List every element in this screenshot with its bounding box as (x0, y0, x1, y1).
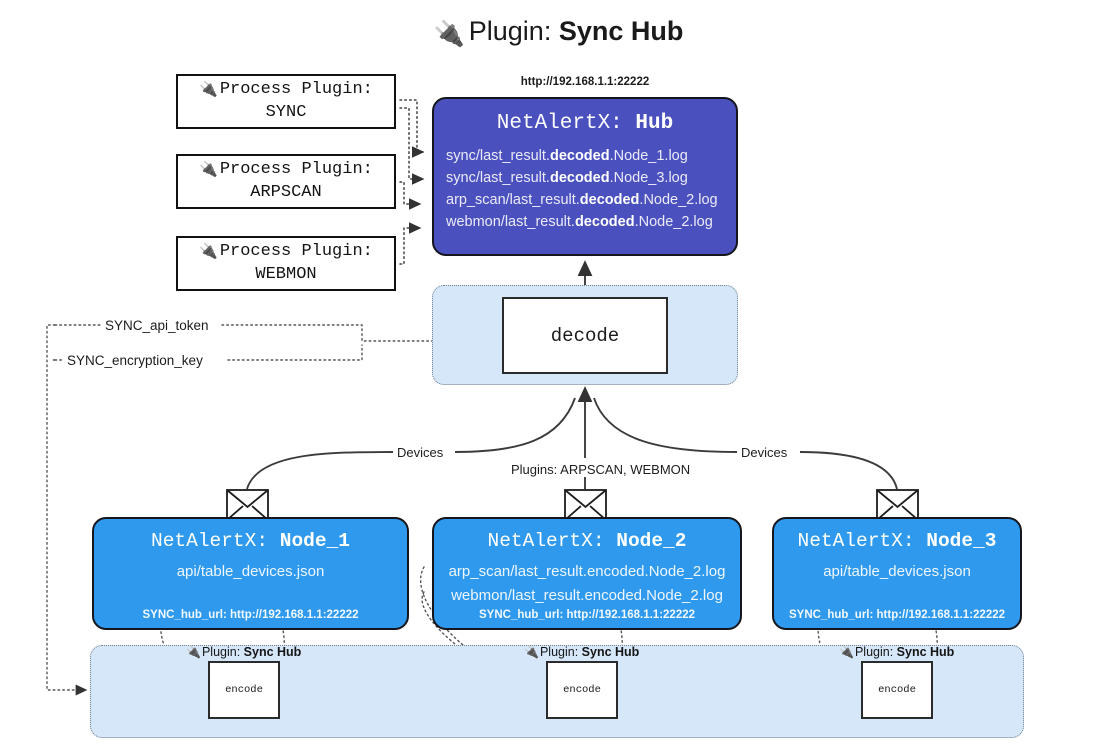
node-file-list: api/table_devices.json (774, 560, 1020, 584)
encode-box-1[interactable]: encode (208, 661, 280, 719)
sync-encryption-key-label: SYNC_encryption_key (63, 353, 207, 368)
edge-node3-to-decode-a (799, 451, 898, 490)
page-title-value: Sync Hub (558, 16, 684, 46)
process-plugin-label: Process Plugin: (219, 80, 373, 100)
edge-webmon-to-log4 (399, 222, 422, 265)
process-plugin-label: Process Plugin: (219, 242, 373, 262)
encode-box-2[interactable]: encode (546, 661, 618, 719)
node-title: NetAlertX: Node_2 (487, 530, 687, 552)
encode-box-3[interactable]: encode (861, 661, 933, 719)
node-1[interactable]: NetAlertX: Node_1 api/table_devices.json… (92, 517, 409, 630)
process-plugin-value: WEBMON (255, 264, 317, 284)
process-plugin-arpscan[interactable]: 🔌Process Plugin: ARPSCAN (176, 154, 396, 209)
process-plugin-value: ARPSCAN (250, 182, 322, 202)
hub-log-row: arp_scan/last_result.decoded.Node_2.log (446, 191, 718, 208)
hub-log-row: sync/last_result.decoded.Node_3.log (446, 169, 688, 186)
page-title-label: Plugin: (468, 16, 552, 46)
hub-node[interactable]: NetAlertX: Hub sync/last_result.decoded.… (432, 97, 738, 256)
plug-icon: 🔌 (199, 81, 218, 99)
envelope-icon (226, 489, 269, 521)
hub-title: NetAlertX: Hub (434, 112, 736, 135)
process-plugin-value: SYNC (265, 102, 307, 122)
node-file-list: arp_scan/last_result.encoded.Node_2.log … (434, 560, 740, 609)
page-title: 🔌Plugin: Sync Hub (0, 16, 1117, 49)
hub-title-label: NetAlertX: (496, 112, 623, 135)
edge-sync-to-log1 (399, 99, 418, 153)
node-file: api/table_devices.json (176, 563, 325, 580)
plug-icon: 🔌 (524, 645, 539, 659)
process-plugin-webmon[interactable]: 🔌Process Plugin: WEBMON (176, 236, 396, 291)
encoder-plugin-tag: 🔌Plugin: Sync Hub (186, 645, 302, 659)
node-3[interactable]: NetAlertX: Node_3 api/table_devices.json… (772, 517, 1022, 630)
node-title: NetAlertX: Node_1 (151, 530, 350, 552)
hub-title-value: Hub (635, 112, 674, 135)
node-title: NetAlertX: Node_3 (797, 530, 997, 552)
node-2[interactable]: NetAlertX: Node_2 arp_scan/last_result.e… (432, 517, 742, 630)
hub-log-row: sync/last_result.decoded.Node_1.log (446, 147, 688, 164)
edge-sync-to-log2 (399, 107, 425, 185)
edge-node1-to-decode-a (246, 451, 395, 490)
edge-node1-to-decode-b (454, 397, 576, 453)
sync-api-token-label: SYNC_api_token (101, 318, 213, 333)
edge-node3-to-decode-b (593, 397, 738, 453)
node-file: arp_scan/last_result.encoded.Node_2.log (448, 563, 726, 580)
decode-box[interactable]: decode (502, 297, 668, 374)
edge-keys-to-encoders (46, 324, 88, 696)
process-plugin-sync[interactable]: 🔌Process Plugin: SYNC (176, 74, 396, 129)
plug-icon: 🔌 (839, 645, 854, 659)
node-hub-url: SYNC_hub_url: http://192.168.1.1:22222 (478, 609, 696, 621)
edge-label-devices-left: Devices (393, 445, 448, 460)
encoder-plugin-tag: 🔌Plugin: Sync Hub (524, 645, 640, 659)
edge-label-plugins: Plugins: ARPSCAN, WEBMON (507, 462, 695, 477)
node-file-list: api/table_devices.json (94, 560, 407, 584)
node-hub-url: SYNC_hub_url: http://192.168.1.1:22222 (788, 609, 1006, 621)
envelope-icon (564, 489, 607, 521)
hub-url-label: http://192.168.1.1:22222 (520, 76, 650, 88)
edge-enckey-to-decode (227, 344, 363, 361)
plug-icon: 🔌 (433, 20, 465, 48)
edge-label-devices-right: Devices (737, 445, 792, 460)
plug-icon: 🔌 (199, 161, 218, 179)
encoder-plugin-tag: 🔌Plugin: Sync Hub (839, 645, 955, 659)
node-hub-url: SYNC_hub_url: http://192.168.1.1:22222 (142, 609, 359, 621)
envelope-icon (876, 489, 919, 521)
node-file: webmon/last_result.encoded.Node_2.log (451, 587, 723, 605)
node-file: api/table_devices.json (823, 563, 971, 580)
edge-arpscan-to-log3 (399, 181, 422, 210)
plug-icon: 🔌 (199, 243, 218, 261)
process-plugin-label: Process Plugin: (219, 160, 373, 180)
hub-log-row: webmon/last_result.decoded.Node_2.log (446, 213, 713, 230)
plug-icon: 🔌 (186, 645, 201, 659)
